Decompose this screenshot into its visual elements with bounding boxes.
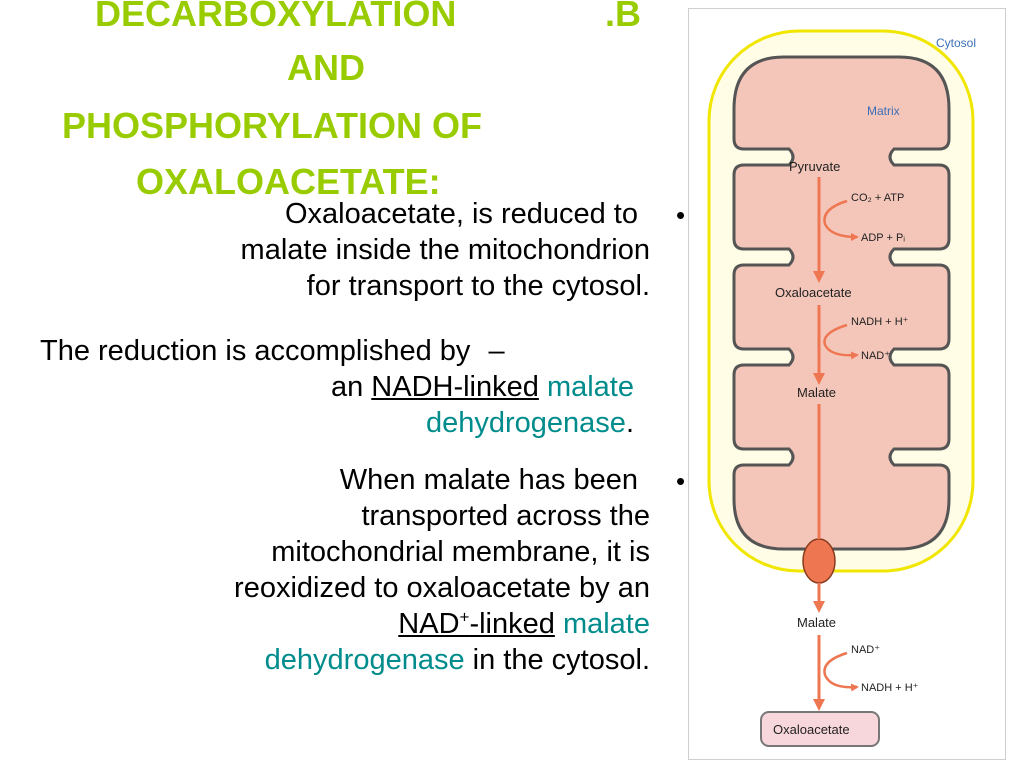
paragraph-3-line-3: mitochondrial membrane, it is bbox=[271, 536, 650, 568]
enzyme-dehydrogenase-1: dehydrogenase bbox=[425, 407, 626, 439]
title-line-4: OXALOACETATE: bbox=[136, 161, 441, 202]
bullet-1: • bbox=[676, 200, 686, 230]
curve-nadh-nad-matrix bbox=[823, 323, 859, 360]
enzyme-malate-2: malate bbox=[562, 608, 650, 640]
nadh-h-matrix-label: NADH + H⁺ bbox=[851, 316, 909, 328]
co2-atp-label: CO₂ + ATP bbox=[851, 192, 904, 204]
oxaloacetate-cytosol-label: Oxaloacetate bbox=[773, 722, 850, 737]
paragraph-1-line-1: Oxaloacetate, is reduced to bbox=[284, 198, 638, 230]
paragraph-3-end: in the cytosol. bbox=[464, 644, 650, 676]
nad-linked-term: NAD+-linked bbox=[398, 607, 555, 640]
title-line-1-suffix: .B bbox=[605, 0, 641, 34]
mitochondrion-diagram: Cytosol Matrix Pyruvate CO₂ + ATP ADP + … bbox=[688, 8, 1006, 760]
paragraph-2-text: The reduction is accomplished by bbox=[40, 335, 471, 367]
oxaloacetate-cytosol-box bbox=[760, 711, 880, 747]
paragraph-2-line-3: dehydrogenase. bbox=[34, 405, 634, 441]
bullet-2: • bbox=[676, 466, 686, 496]
adp-pi-label: ADP + Pᵢ bbox=[861, 232, 905, 244]
paragraph-2-line-1: The reduction is accomplished by – bbox=[40, 333, 650, 369]
inner-membrane-matrix bbox=[732, 55, 951, 551]
nad-cytosol-label: NAD⁺ bbox=[851, 644, 880, 656]
paragraph-1-line-3: for transport to the cytosol. bbox=[306, 270, 650, 302]
enzyme-malate-1: malate bbox=[546, 371, 634, 403]
oxaloacetate-matrix-label: Oxaloacetate bbox=[775, 285, 852, 300]
enzyme-dehydrogenase-2: dehydrogenase bbox=[264, 644, 465, 676]
paragraph-2-continued: an NADH-linked malate dehydrogenase. bbox=[34, 369, 634, 441]
paragraph-3-line-2: transported across the bbox=[361, 500, 650, 532]
malate-transporter bbox=[802, 538, 836, 584]
diagram-svg: Cytosol Matrix Pyruvate CO₂ + ATP ADP + … bbox=[707, 29, 976, 747]
pyruvate-label: Pyruvate bbox=[789, 159, 840, 174]
nad-matrix-label: NAD⁺ bbox=[861, 350, 890, 362]
paragraph-2-pre: an bbox=[330, 371, 364, 403]
paragraph-3-line-5: NAD+-linked malate bbox=[50, 606, 650, 642]
paragraph-3-line-1: When malate has been bbox=[339, 464, 638, 496]
cytosol-label: Cytosol bbox=[936, 36, 976, 50]
paragraph-1-line-2: malate inside the mitochondrion bbox=[240, 234, 650, 266]
curve-co2-atp bbox=[823, 199, 859, 241]
paragraph-3-line-4: reoxidized to oxaloacetate by an bbox=[234, 572, 650, 604]
paragraph-2-line-2: an NADH-linked malate bbox=[34, 369, 634, 405]
malate-cytosol-label: Malate bbox=[797, 615, 836, 630]
title-line-3: PHOSPHORYLATION OF bbox=[62, 105, 483, 146]
paragraph-1: Oxaloacetate, is reduced to malate insid… bbox=[50, 196, 650, 304]
nadh-h-cytosol-label: NADH + H⁺ bbox=[861, 682, 919, 694]
nadh-linked-term: NADH-linked bbox=[371, 371, 539, 403]
paragraph-3-line-6: dehydrogenase in the cytosol. bbox=[50, 642, 650, 678]
paragraph-2: The reduction is accomplished by – bbox=[40, 333, 650, 369]
matrix-label: Matrix bbox=[867, 104, 900, 118]
paragraph-3: When malate has been transported across … bbox=[50, 462, 650, 678]
malate-matrix-label: Malate bbox=[797, 385, 836, 400]
paragraph-2-end: . bbox=[625, 407, 634, 439]
curve-nad-nadh-cytosol bbox=[823, 651, 859, 692]
title-line-2: AND bbox=[287, 47, 365, 88]
paragraph-2-dash: – bbox=[488, 335, 505, 367]
title-line-1: DECARBOXYLATION bbox=[95, 0, 457, 34]
